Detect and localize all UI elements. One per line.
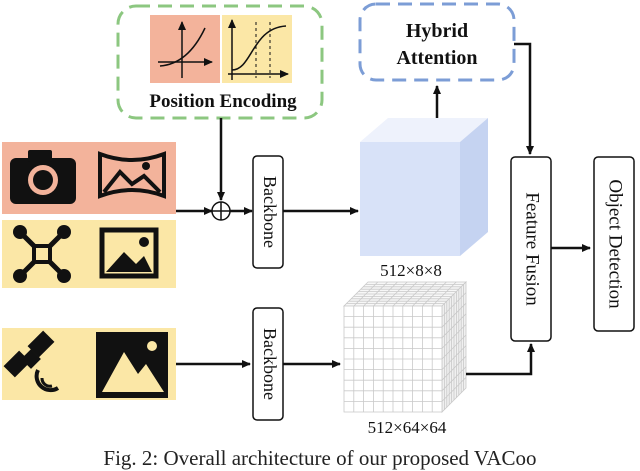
camera-icon <box>10 150 76 204</box>
position-encoding-label: Position Encoding <box>149 91 297 112</box>
sigmoid-curve-icon <box>222 15 292 83</box>
dim-label-top: 512×8×8 <box>380 261 442 280</box>
hybrid-attention-label-line1: Hybrid <box>406 20 468 42</box>
feature-cube-small <box>360 118 488 256</box>
image-icon <box>99 227 159 279</box>
backbone-top-label: Backbone <box>260 176 280 248</box>
panorama-icon <box>98 151 166 199</box>
object-detection-box <box>593 156 635 332</box>
drone-icon <box>13 225 71 283</box>
feature-cube-large <box>343 281 467 413</box>
satellite-icon <box>3 330 60 393</box>
hybrid-attention-box <box>358 2 516 82</box>
object-detection-label: Object Detection <box>605 179 626 309</box>
hybrid-attention-label-line2: Attention <box>396 47 477 69</box>
backbone-bottom-label: Backbone <box>260 328 280 400</box>
mountain-image-icon <box>96 332 168 398</box>
figure-caption: Fig. 2: Overall architecture of our prop… <box>103 446 537 470</box>
function-curve-icon <box>150 15 220 83</box>
feature-fusion-label: Feature Fusion <box>522 192 543 306</box>
dim-label-bottom: 512×64×64 <box>368 418 447 437</box>
grid-to-fusion-line <box>466 343 535 376</box>
attention-to-fusion-line <box>514 42 534 155</box>
